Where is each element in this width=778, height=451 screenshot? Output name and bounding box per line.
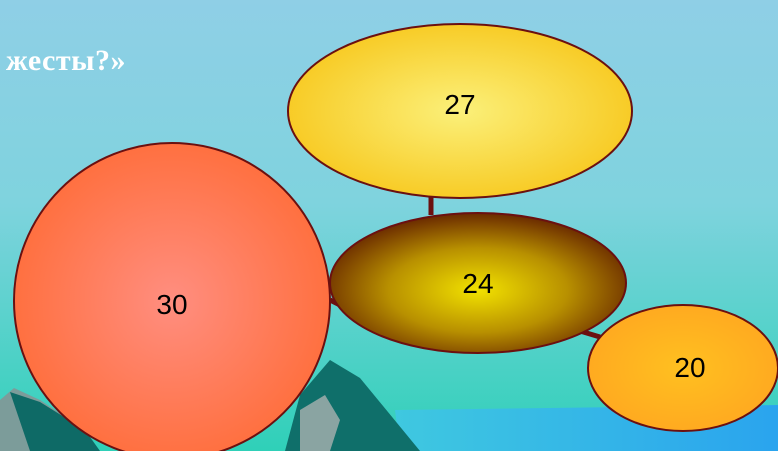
bubble-20 <box>587 304 778 432</box>
bubble-20-label: 20 <box>674 352 706 383</box>
slide-title: жесты?» <box>6 44 127 77</box>
bubble-24 <box>329 212 627 354</box>
bubble-30 <box>13 142 331 451</box>
bubble-30-label: 30 <box>156 289 188 320</box>
rock-grey-right <box>300 395 340 451</box>
rock-dark-left <box>10 392 100 451</box>
bubble-27 <box>287 23 633 199</box>
bubble-27-label: 27 <box>444 89 476 120</box>
bubble-24-label: 24 <box>462 268 494 299</box>
